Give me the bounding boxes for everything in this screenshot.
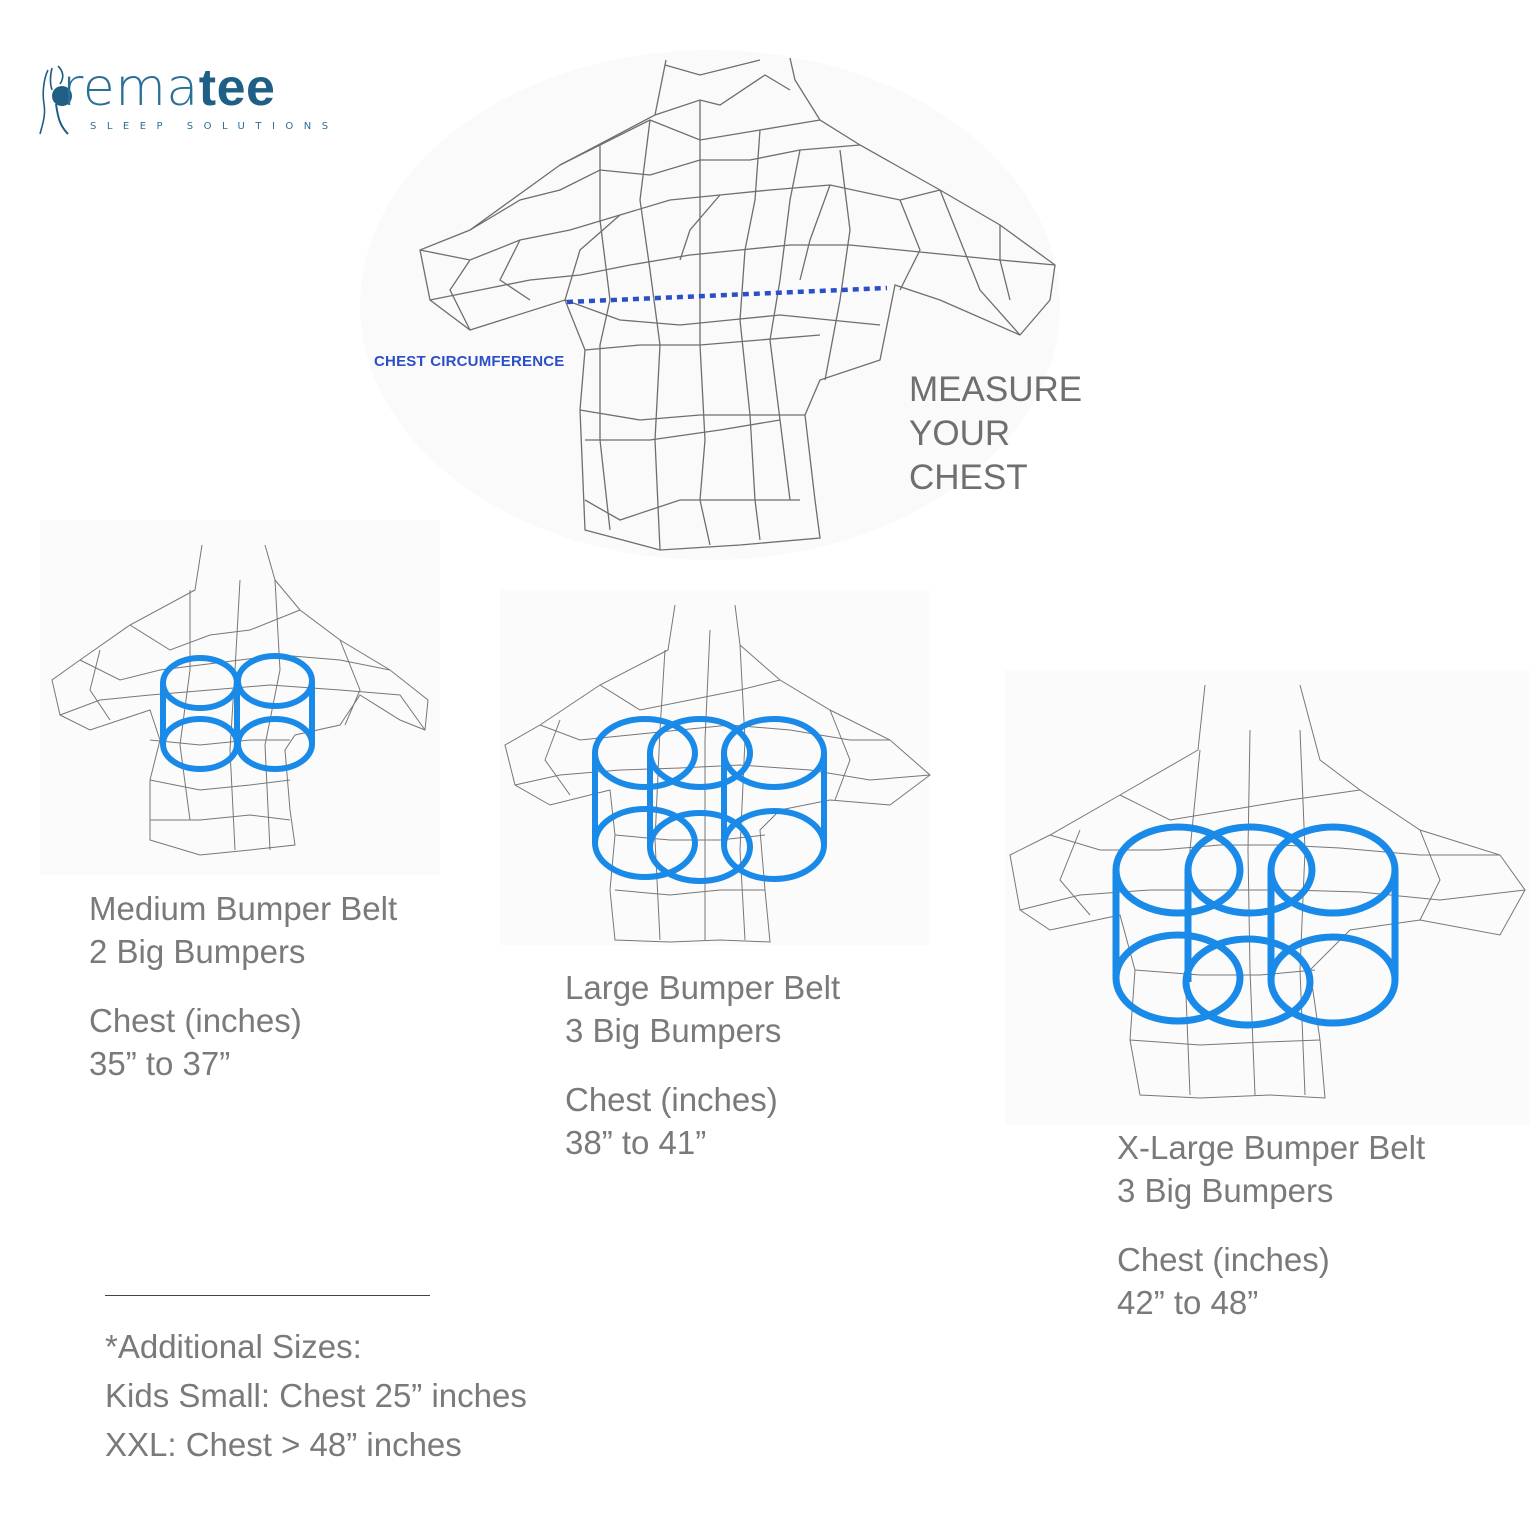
large-torso-mesh: [504, 604, 931, 943]
brand-name-part2: tee: [198, 59, 276, 117]
divider: [105, 1295, 430, 1296]
chest-measure-line: [566, 285, 888, 305]
additional-xxl: XXL: Chest > 48” inches: [105, 1426, 462, 1463]
size-name: Large Bumper Belt: [565, 969, 841, 1006]
measure-your-chest-text: MEASURE YOUR CHEST: [909, 368, 1082, 500]
size-chest-range: 38” to 41”: [565, 1124, 707, 1161]
torso-mesh: [419, 57, 1056, 551]
measure-line-1: MEASURE: [909, 370, 1083, 409]
measure-line-2: YOUR: [909, 414, 1011, 453]
size-chest-label: Chest (inches): [565, 1081, 778, 1118]
size-name: X-Large Bumper Belt: [1117, 1129, 1426, 1166]
main-backdrop: [360, 50, 1060, 560]
brand-tagline: SLEEP SOLUTIONS: [90, 121, 339, 132]
size-bumpers: 2 Big Bumpers: [89, 933, 306, 970]
additional-kids-small: Kids Small: Chest 25” inches: [105, 1377, 527, 1414]
xlarge-bumpers: [1112, 823, 1399, 1029]
size-bumpers: 3 Big Bumpers: [565, 1012, 782, 1049]
large-torso-illustration: [500, 590, 931, 945]
medium-bumpers: [160, 653, 315, 772]
chest-circumference-label: CHEST CIRCUMFERENCE: [374, 353, 565, 370]
additional-sizes: *Additional Sizes: Kids Small: Chest 25”…: [105, 1322, 527, 1469]
brand-wordmark: rematee: [62, 62, 275, 114]
measure-line-3: CHEST: [909, 458, 1028, 497]
size-large: Large Bumper Belt 3 Big Bumpers Chest (i…: [565, 966, 840, 1164]
size-chest-range: 35” to 37”: [89, 1045, 231, 1082]
size-xlarge: X-Large Bumper Belt 3 Big Bumpers Chest …: [1117, 1126, 1425, 1324]
medium-torso-illustration: [40, 520, 440, 875]
size-chest-label: Chest (inches): [1117, 1241, 1330, 1278]
sleeping-figure-icon: [39, 65, 64, 135]
size-bumpers: 3 Big Bumpers: [1117, 1172, 1334, 1209]
size-medium: Medium Bumper Belt 2 Big Bumpers Chest (…: [89, 887, 397, 1085]
additional-title: *Additional Sizes:: [105, 1328, 362, 1365]
size-chest-label: Chest (inches): [89, 1002, 302, 1039]
size-chest-range: 42” to 48”: [1117, 1284, 1259, 1321]
large-bumpers: [592, 716, 827, 884]
size-name: Medium Bumper Belt: [89, 890, 398, 927]
main-torso-illustration: [360, 50, 1060, 560]
brand-logo-mark: [39, 65, 72, 135]
brand-name-part1: rema: [62, 58, 199, 118]
xlarge-torso-illustration: [1005, 670, 1530, 1125]
head-icon: [52, 86, 72, 106]
